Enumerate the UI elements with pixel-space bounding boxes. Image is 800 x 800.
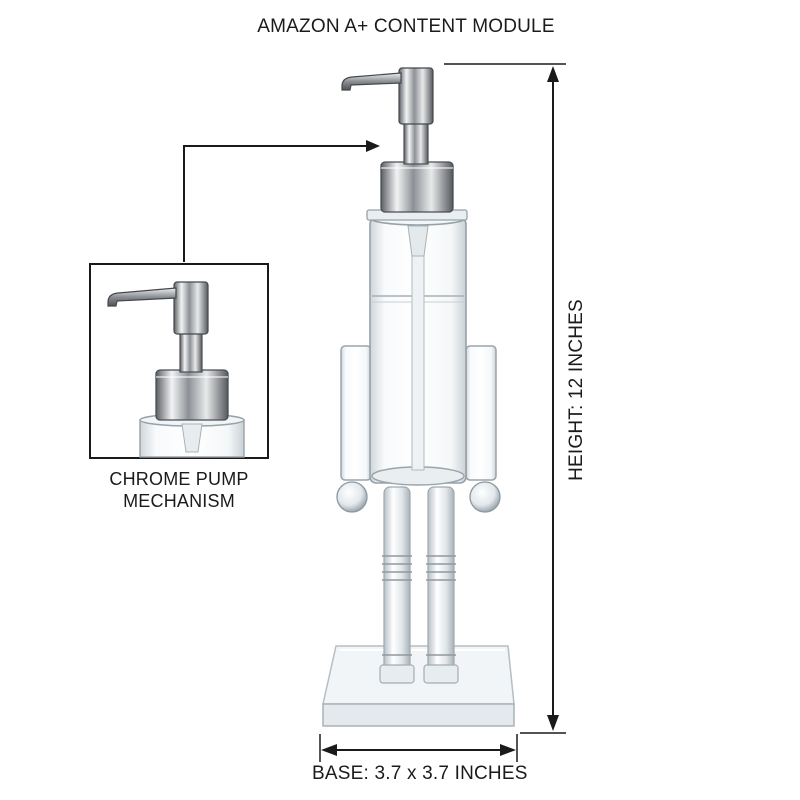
height-label: HEIGHT: 12 INCHES — [566, 299, 587, 481]
width-arrow-icon — [319, 734, 518, 762]
pump-detail-image — [107, 281, 245, 458]
page-title: AMAZON A+ CONTENT MODULE — [257, 16, 555, 37]
inset-caption: CHROME PUMP MECHANISM — [90, 468, 268, 512]
soap-dispenser-image — [322, 67, 515, 727]
height-arrow-icon — [444, 63, 566, 734]
caption-line-2: MECHANISM — [123, 491, 235, 511]
pump-detail-inset — [89, 263, 269, 459]
arrow-right-icon — [183, 140, 380, 262]
caption-line-1: CHROME PUMP — [109, 469, 249, 489]
base-label: BASE: 3.7 x 3.7 INCHES — [312, 763, 528, 784]
